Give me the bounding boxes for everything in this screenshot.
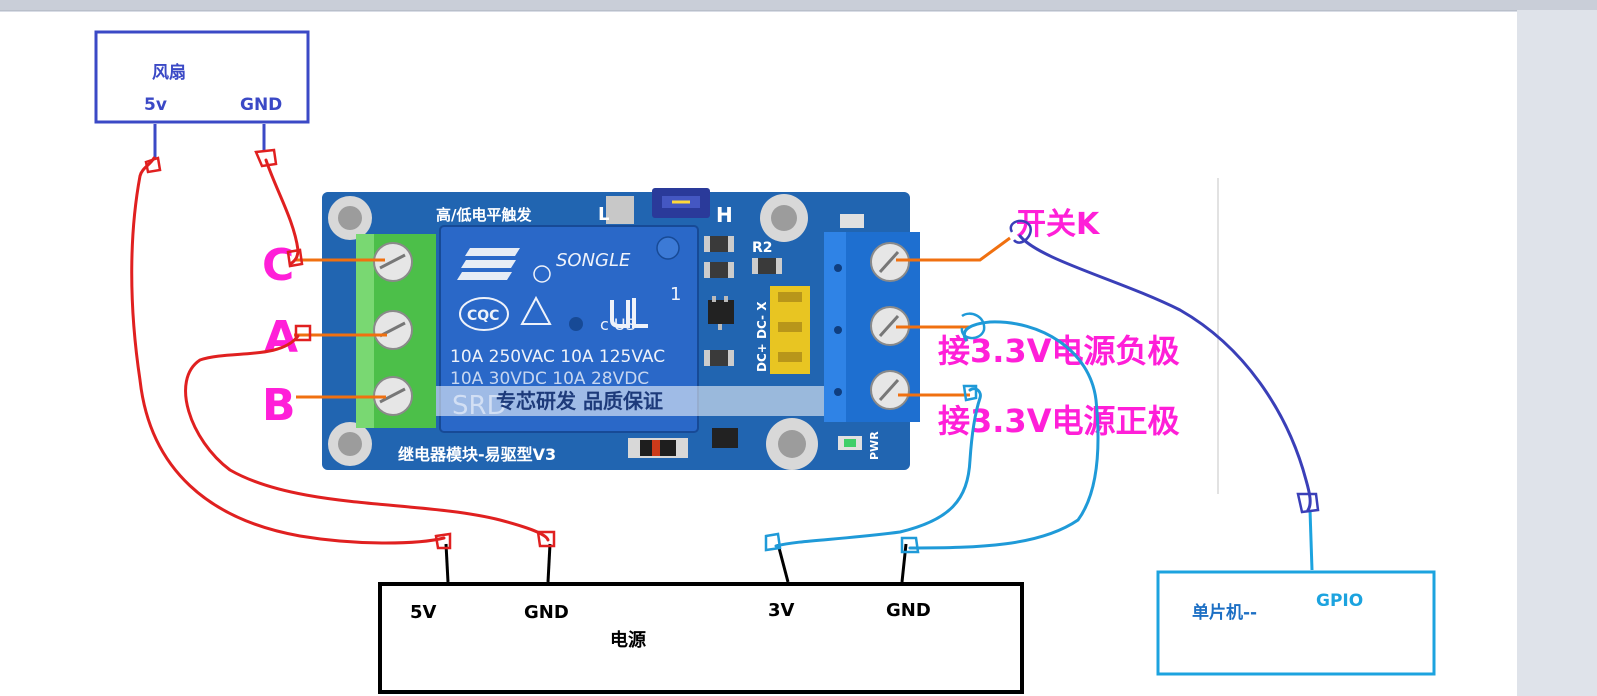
window-top-bar (0, 0, 1597, 11)
power-box: 5V GND 3V GND 电源 (378, 543, 1024, 694)
mcu-pin-gpio: GPIO (1316, 591, 1363, 611)
blue-wire-knots (764, 312, 986, 554)
relay-brand: SONGLE (556, 250, 631, 271)
watermark-band (436, 386, 856, 416)
power-led (838, 436, 862, 450)
wire-fan-5v-to-power-5v (130, 156, 446, 545)
mounting-hole (766, 418, 818, 470)
fan-pin-5v: 5v (144, 95, 167, 115)
jumper-header (606, 196, 634, 224)
cqc-mark-icon: CQC (459, 297, 509, 331)
green-terminal-block (356, 234, 436, 428)
power-pin-gnd-right: GND (886, 600, 931, 621)
fan-box: 风扇 5v GND (94, 30, 310, 160)
mcu-box: 单片机-- GPIO (1156, 509, 1436, 676)
pwr-label: PWR (868, 431, 881, 460)
relay-number: 1 (670, 284, 681, 305)
ul-logo-icon (610, 298, 648, 328)
mounting-hole (328, 422, 372, 466)
board-name: 继电器模块-易驱型V3 (398, 445, 556, 464)
r2-label: R2 (752, 240, 773, 256)
watermark-text: 专芯研发 品质保证 (496, 389, 663, 413)
power-title: 电源 (610, 629, 646, 651)
transistor (708, 296, 734, 330)
negative-supply-label: 接3.3V电源负极 (938, 332, 1179, 370)
wire-power-gnd-to-negative (908, 320, 1100, 550)
relay-spec-line-2: 10A 30VDC 10A 28VDC (450, 369, 649, 389)
wire-terminal-a-to-power-gnd (184, 334, 550, 542)
relay-spec-line-1: 10A 250VAC 10A 125VAC (450, 347, 665, 367)
wire-power-3v-to-positive (774, 387, 982, 548)
relay-cqc: CQC (467, 308, 499, 324)
mounting-hole (328, 196, 372, 240)
signal-led (840, 214, 864, 228)
navy-wire-knots (1009, 219, 1320, 514)
power-pin-gnd-left: GND (524, 602, 569, 623)
transistor (712, 428, 738, 448)
terminal-a-label: A (264, 312, 298, 363)
red-wire-knots (144, 148, 556, 550)
yellow-pin-header (770, 286, 810, 374)
triangle-mark-icon (520, 295, 552, 325)
jumper-high-label: H (716, 203, 733, 227)
trigger-label: 高/低电平触发 (436, 206, 532, 224)
jumper-cap-icon (652, 188, 710, 218)
right-margin-panel (1517, 10, 1597, 696)
fan-title: 风扇 (152, 62, 186, 83)
power-pin-3v: 3V (768, 600, 795, 621)
mounting-hole (760, 194, 808, 242)
mcu-title: 单片机-- (1192, 602, 1257, 623)
fan-pin-gnd: GND (240, 95, 282, 115)
songle-logo-icon (457, 248, 520, 280)
relay-module: SONGLE CQC c US 1 10A 250VAC 10A 125VAC … (322, 188, 920, 470)
diode (628, 438, 688, 458)
power-pin-5v: 5V (410, 602, 437, 623)
smd-resistors (704, 236, 782, 366)
wire-switch-k-to-gpio (1018, 234, 1312, 512)
jumper-low-label: L (598, 204, 609, 225)
dc-pin-label: DC+ DC- X (755, 301, 769, 372)
terminal-b-label: B (262, 380, 296, 431)
